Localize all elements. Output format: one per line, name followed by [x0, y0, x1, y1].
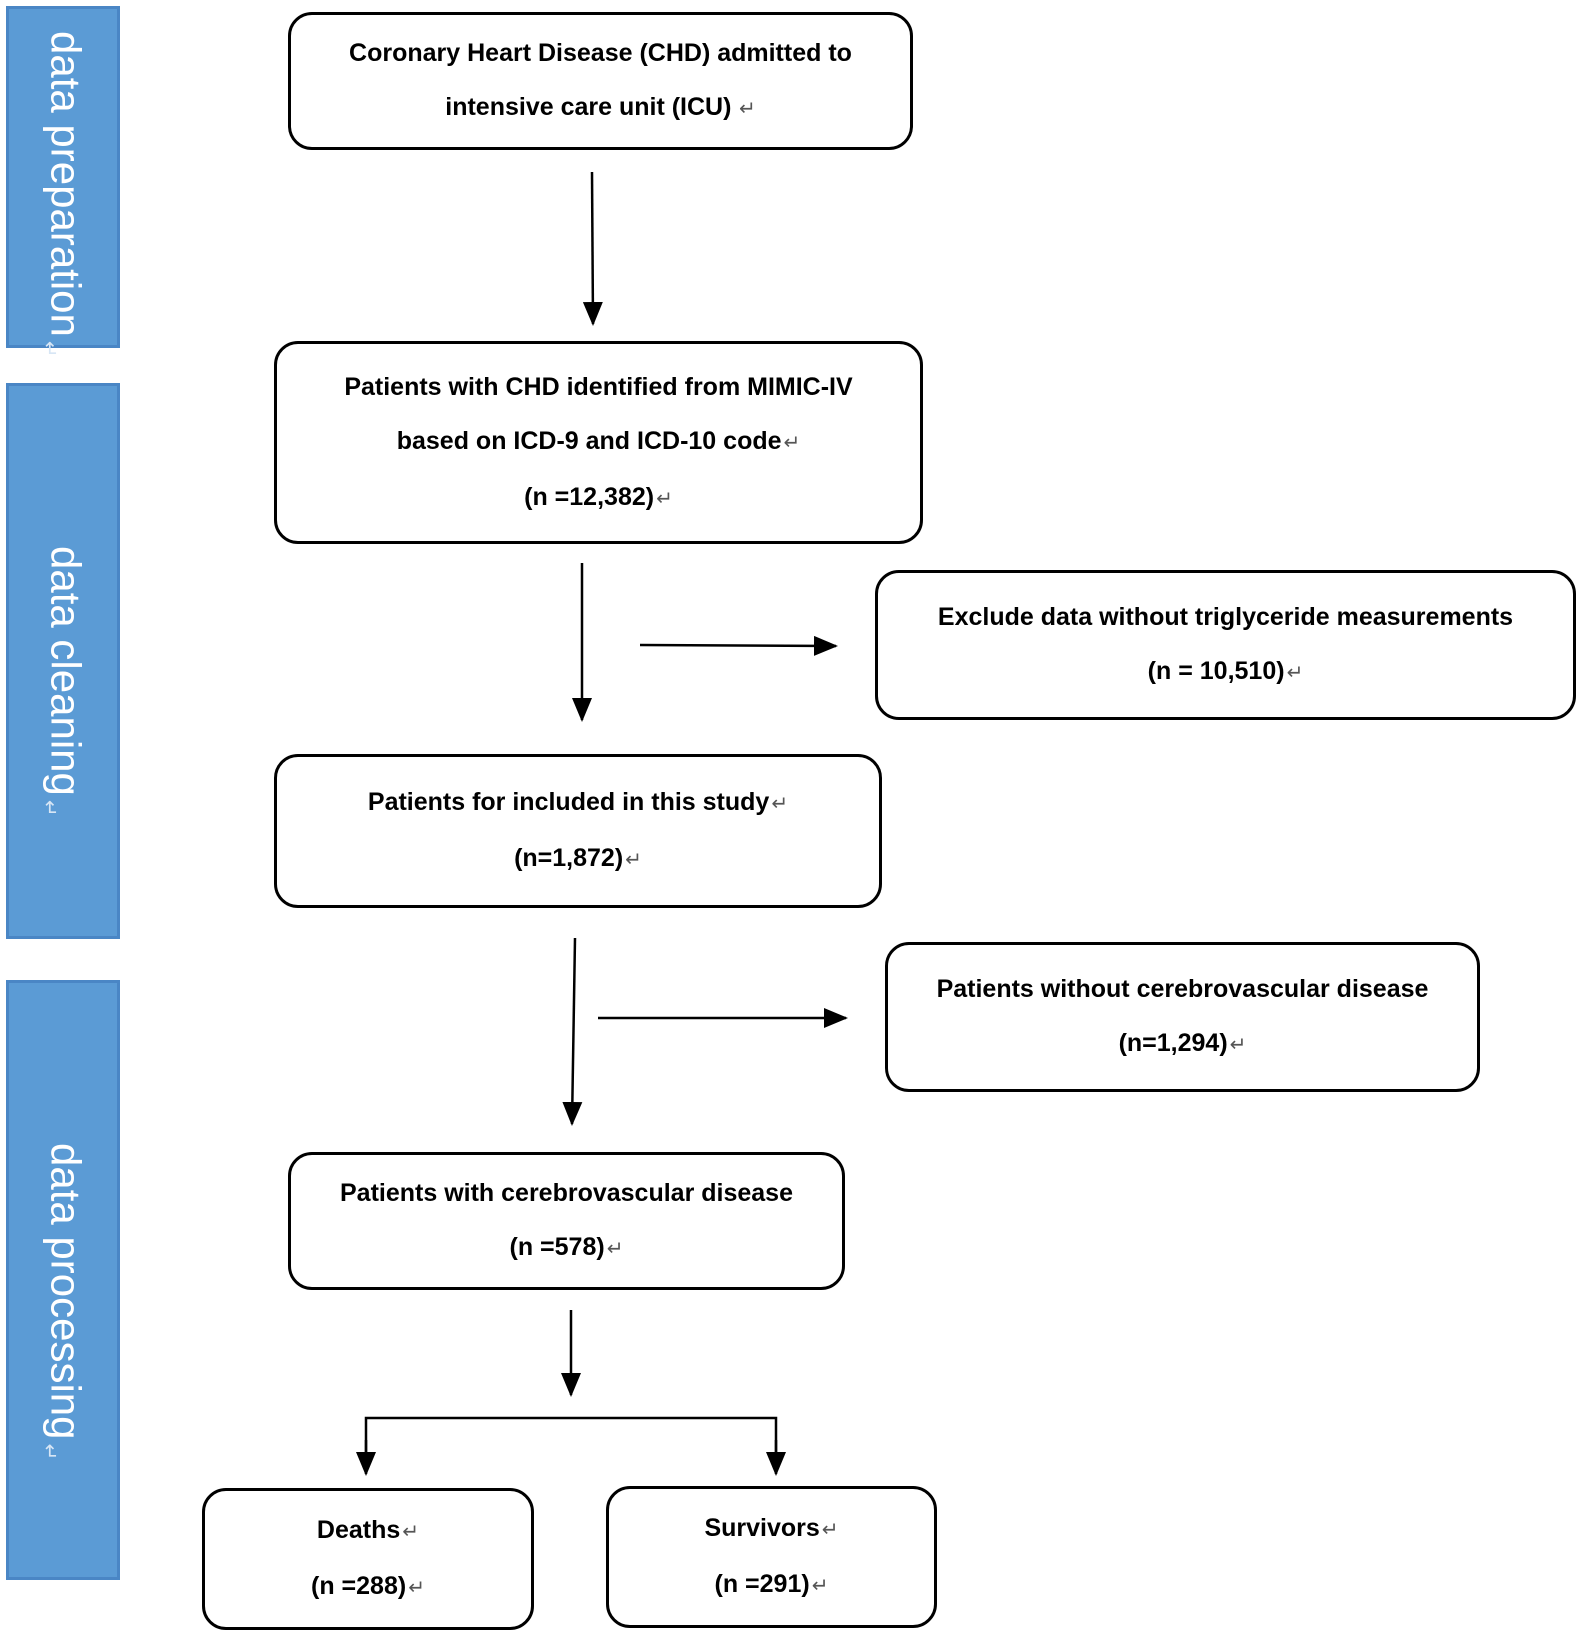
box-line: Deaths↵: [316, 1516, 420, 1544]
arrow-icu-to-mimic: [582, 171, 603, 326]
box-line: (n =578)↵: [509, 1233, 624, 1261]
box-survivors: Survivors↵ (n =291)↵: [606, 1486, 937, 1628]
box-without-cerebrovascular: Patients without cerebrovascular disease…: [885, 942, 1480, 1092]
box-deaths: Deaths↵ (n =288)↵: [202, 1488, 534, 1630]
box-line: based on ICD-9 and ICD-10 code↵: [396, 426, 801, 455]
box-line: (n =12,382)↵: [524, 482, 673, 511]
box-line: (n =288)↵: [311, 1572, 425, 1600]
box-line: Coronary Heart Disease (CHD) admitted to: [349, 39, 852, 67]
box-line: (n =291)↵: [714, 1570, 829, 1598]
arrow-to-exclude: [639, 635, 838, 656]
arrow-included-to-with: [562, 937, 583, 1126]
box-line: Patients for included in this study↵: [367, 788, 789, 816]
box-exclude-no-triglyceride: Exclude data without triglyceride measur…: [875, 570, 1576, 720]
phase-bar-data-preparation: data preparation↵: [6, 6, 120, 358]
phase-bar-data-cleaning: data cleaning↵: [6, 383, 120, 939]
box-line: Patients with CHD identified from MIMIC-…: [344, 372, 853, 401]
box-with-cerebrovascular: Patients with cerebrovascular disease (n…: [288, 1152, 845, 1290]
box-line: Exclude data without triglyceride measur…: [937, 603, 1514, 631]
phase-label: data cleaning↵: [38, 546, 90, 817]
box-line: Patients with cerebrovascular disease: [340, 1179, 793, 1207]
box-line: Patients without cerebrovascular disease: [936, 975, 1429, 1003]
phase-bar-data-processing: data processing↵: [6, 980, 120, 1580]
box-line: (n = 10,510)↵: [1147, 657, 1304, 685]
box-included-patients: Patients for included in this study↵ (n=…: [274, 754, 882, 908]
box-mimic-patients: Patients with CHD identified from MIMIC-…: [274, 341, 923, 544]
box-line: intensive care unit (ICU) ↵: [445, 93, 756, 121]
box-line: Survivors↵: [704, 1514, 839, 1542]
split-connector: [364, 1416, 778, 1471]
box-line: (n=1,294)↵: [1118, 1029, 1247, 1057]
box-line: (n=1,872)↵: [514, 844, 642, 872]
phase-label: data processing↵: [38, 1143, 90, 1461]
phase-label: data preparation↵: [38, 31, 90, 358]
box-icu-admission: Coronary Heart Disease (CHD) admitted to…: [288, 12, 913, 150]
